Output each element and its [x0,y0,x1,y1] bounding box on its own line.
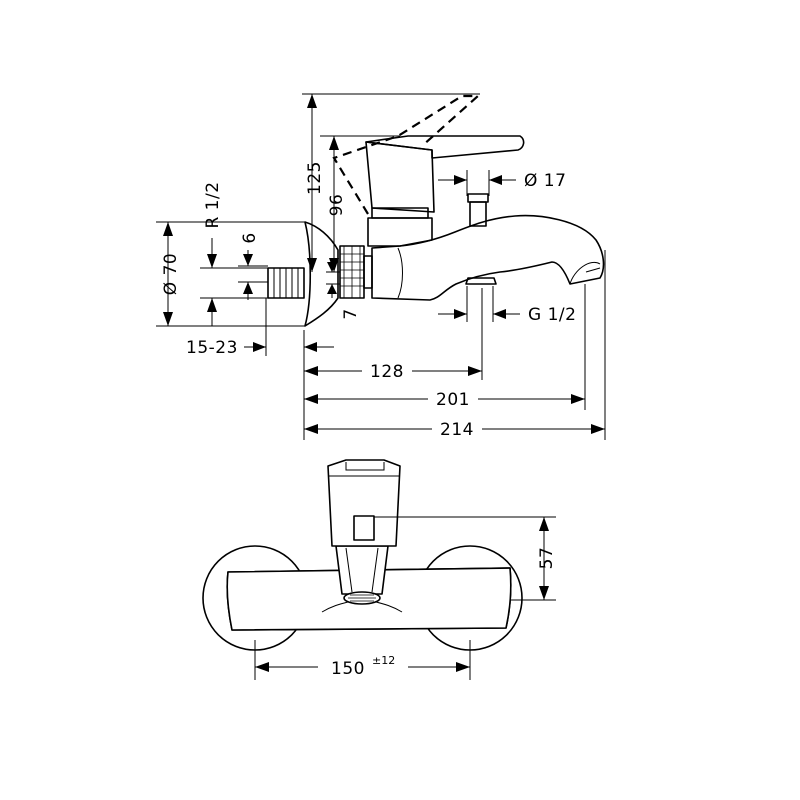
label-201: 201 [436,390,470,410]
front-view: 57 150 ±12 [202,459,557,680]
dim-6: 6 [238,232,268,300]
front-stem [353,515,375,541]
front-spout [335,545,389,595]
dim-125: 125 [302,93,480,272]
wall-flange [304,221,339,327]
label-15-23: 15-23 [186,338,238,358]
front-lever [327,459,401,547]
label-125: 125 [305,161,325,195]
label-128: 128 [370,362,404,382]
lever-raised-dashed [332,94,481,215]
label-7: 7 [341,308,361,319]
cartridge-housing [367,217,433,247]
dim-d70: Ø 70 [156,221,305,327]
dim-g12: G 1/2 [438,286,576,325]
eccentric-nut [339,245,373,299]
threaded-connector [267,267,305,299]
dim-57: 57 [374,516,557,601]
mixer-body-spout [371,214,605,301]
label-d70: Ø 70 [161,253,181,295]
dim-7: 7 [326,258,361,320]
label-214: 214 [440,420,474,440]
dim-15-23: 15-23 [186,298,334,440]
dim-d17: Ø 17 [438,170,566,196]
dim-201: 201 [304,284,586,410]
label-r12: R 1/2 [203,181,223,228]
label-6: 6 [240,232,260,243]
label-g12: G 1/2 [528,305,576,325]
label-150: 150 [331,659,365,679]
dim-96: 96 [320,135,400,272]
dim-r12: R 1/2 [200,181,268,326]
label-d17: Ø 17 [524,171,566,191]
label-57: 57 [537,547,557,570]
lever-handle [365,135,525,159]
label-150-tolerance: ±12 [372,654,395,667]
outlet-g12 [465,277,497,285]
side-view: 125 96 Ø 17 Ø 70 [156,93,606,440]
lever-block [365,141,435,213]
dim-214: 214 [304,250,606,440]
dim-128: 128 [304,288,483,382]
dim-150: 150 ±12 [254,640,471,680]
label-96: 96 [327,194,347,217]
diverter-knob [467,193,489,227]
